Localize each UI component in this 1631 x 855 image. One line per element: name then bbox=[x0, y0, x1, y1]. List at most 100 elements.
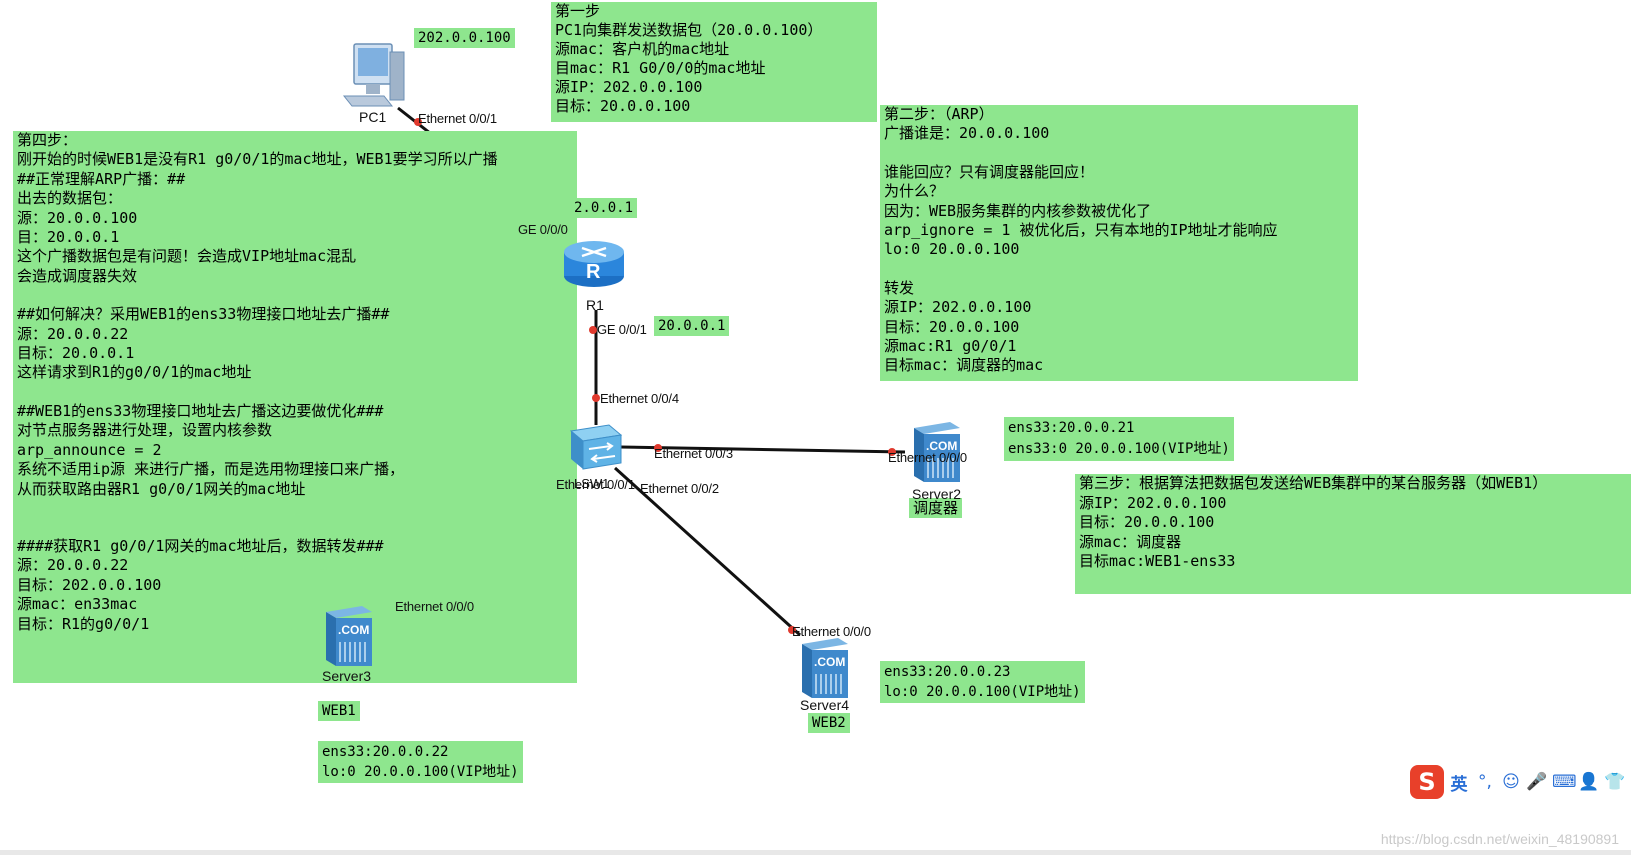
note-line: ####获取R1 g0/0/1网关的mac地址后，数据转发### bbox=[17, 536, 384, 555]
note-line: 转发 bbox=[884, 278, 915, 297]
port-dot bbox=[592, 394, 600, 402]
port-dot bbox=[414, 118, 422, 126]
note-line: 源IP：202.0.0.100 bbox=[555, 78, 703, 96]
pc1-label: PC1 bbox=[359, 109, 387, 125]
r1-label: R1 bbox=[586, 297, 604, 313]
pc1-ip-tag: 202.0.0.100 bbox=[414, 28, 515, 48]
svg-text:.COM: .COM bbox=[338, 623, 369, 637]
server4-info-line: ens33:20.0.0.23 bbox=[884, 664, 1011, 680]
svg-text:.COM: .COM bbox=[814, 655, 845, 669]
server2-info-line: ens33:20.0.0.21 bbox=[1008, 420, 1135, 436]
port-label-server3: Ethernet 0/0/0 bbox=[395, 599, 474, 614]
note-line: 从而获取路由器R1 g0/0/1网关的mac地址 bbox=[17, 479, 306, 498]
note-line: 源mac：en33mac bbox=[17, 595, 138, 614]
server4-label: Server4 bbox=[800, 697, 850, 713]
server4-info-line: lo:0 20.0.0.100(VIP地址) bbox=[884, 684, 1081, 700]
lsw1-label: LSW1 bbox=[574, 476, 610, 491]
note-line: 源mac：客户机的mac地址 bbox=[555, 40, 730, 58]
router-icon[interactable]: R bbox=[562, 234, 626, 290]
note-line: arp_announce = 2 bbox=[17, 440, 162, 459]
port-dot bbox=[654, 444, 662, 452]
server2-role-tag: 调度器 bbox=[909, 498, 963, 518]
port-label-server4: Ethernet 0/0/0 bbox=[792, 624, 871, 639]
note-line: 源IP：202.0.0.100 bbox=[884, 298, 1032, 317]
user-icon[interactable]: 👤 bbox=[1578, 772, 1600, 792]
note-line: 这样请求到R1的g0/0/1的mac地址 bbox=[17, 363, 252, 382]
note-line: 出去的数据包： bbox=[17, 189, 123, 208]
port-dot bbox=[888, 448, 896, 456]
note-line: 目标：20.0.0.100 bbox=[884, 317, 1020, 336]
ime-lang-toggle[interactable]: 英 bbox=[1450, 774, 1468, 795]
server3-label: Server3 bbox=[322, 668, 372, 684]
note-line bbox=[17, 518, 573, 537]
server-icon[interactable]: .COM bbox=[798, 636, 852, 700]
server3-info-line: lo:0 20.0.0.100(VIP地址) bbox=[322, 764, 519, 780]
note-line: 目标：20.0.0.100 bbox=[555, 97, 691, 115]
note-line: arp_ignore = 1 被优化后，只有本地的IP地址才能响应 bbox=[884, 221, 1278, 240]
note-line: 为什么？ bbox=[884, 182, 945, 201]
note-line: 源mac:R1 g0/0/1 bbox=[884, 337, 1017, 356]
port-label-sw-eth1: Ethernet 0/0/1 bbox=[556, 477, 635, 492]
note-line: lo:0 20.0.0.100 bbox=[884, 240, 1020, 259]
note-line: 源：20.0.0.22 bbox=[17, 324, 129, 343]
server-icon[interactable]: .COM bbox=[910, 420, 964, 484]
punctuation-icon[interactable]: °, bbox=[1478, 772, 1492, 792]
port-label-pc1: Ethernet 0/0/1 bbox=[418, 111, 497, 126]
port-label-sw-eth2: Ethernet 0/0/2 bbox=[640, 481, 719, 496]
ime-toolbar[interactable]: S 英 °, ☺ 🎤 ⌨ 👤 👕 bbox=[1410, 763, 1631, 801]
note-line: 谁能回应？只有调度器能回应！ bbox=[884, 162, 1095, 181]
note-line: 目标mac:WEB1-ens33 bbox=[1079, 552, 1236, 570]
svg-text:.COM: .COM bbox=[926, 439, 957, 453]
note-line: 目标：R1的g0/0/1 bbox=[17, 614, 150, 633]
note-line: 目标mac：调度器的mac bbox=[884, 356, 1044, 375]
server2-info-tag: ens33:20.0.0.21 ens33:0 20.0.0.100(VIP地址… bbox=[1004, 417, 1234, 461]
note-line: 源IP：202.0.0.100 bbox=[1079, 493, 1227, 512]
port-dot bbox=[788, 626, 796, 634]
note-line: 目标：20.0.0.1 bbox=[17, 344, 135, 363]
note-line: 第三步：根据算法把数据包发送给WEB集群中的某台服务器（如WEB1） bbox=[1079, 474, 1548, 492]
note-line: 会造成调度器失效 bbox=[17, 266, 138, 285]
link-lsw1-server2 bbox=[619, 445, 906, 454]
note-line: 目：20.0.0.1 bbox=[17, 228, 120, 247]
server3-info-line: ens33:20.0.0.22 bbox=[322, 744, 449, 760]
note-step3: 第三步：根据算法把数据包发送给WEB集群中的某台服务器（如WEB1）源IP：20… bbox=[1075, 474, 1631, 594]
emoji-icon[interactable]: ☺ bbox=[1502, 772, 1520, 792]
note-line bbox=[884, 260, 1354, 279]
server3-info-tag: ens33:20.0.0.22 lo:0 20.0.0.100(VIP地址) bbox=[318, 741, 523, 783]
web1-tag: WEB1 bbox=[318, 701, 360, 721]
note-line: PC1向集群发送数据包（20.0.0.100） bbox=[555, 21, 823, 39]
server-icon[interactable]: .COM bbox=[322, 604, 376, 668]
switch-icon[interactable] bbox=[567, 421, 625, 471]
note-line bbox=[17, 499, 573, 518]
skin-icon[interactable]: 👕 bbox=[1604, 772, 1626, 792]
note-line: ##正常理解ARP广播：## bbox=[17, 169, 186, 188]
note-line: 广播谁是：20.0.0.100 bbox=[884, 124, 1050, 143]
web2-tag: WEB2 bbox=[808, 713, 850, 733]
port-label-sw-eth3: Ethernet 0/0/3 bbox=[654, 446, 733, 461]
server2-label: Server2 bbox=[912, 486, 962, 502]
note-line: 源：20.0.0.100 bbox=[17, 208, 138, 227]
watermark: https://blog.csdn.net/weixin_48190891 bbox=[1380, 831, 1619, 847]
port-dot bbox=[589, 326, 597, 334]
sogou-logo-icon[interactable]: S bbox=[1410, 765, 1444, 799]
microphone-icon[interactable]: 🎤 bbox=[1526, 772, 1548, 792]
note-line: 因为：WEB服务集群的内核参数被优化了 bbox=[884, 201, 1152, 220]
note-step4: 第四步：刚开始的时候WEB1是没有R1 g0/0/1的mac地址，WEB1要学习… bbox=[13, 131, 577, 683]
note-line: 这个广播数据包是有问题！会造成VIP地址mac混乱 bbox=[17, 247, 357, 266]
note-line: 对节点服务器进行处理，设置内核参数 bbox=[17, 421, 273, 440]
r1-g001-ip-tag: 20.0.0.1 bbox=[654, 316, 730, 336]
bottom-strip bbox=[0, 850, 1631, 855]
keyboard-icon[interactable]: ⌨ bbox=[1552, 772, 1577, 792]
note-line bbox=[884, 144, 1354, 163]
note-line bbox=[17, 286, 573, 305]
note-line: 第一步 bbox=[555, 2, 601, 20]
link-lsw1-server4 bbox=[613, 466, 802, 637]
r1-g000-ip-tag: 2.0.0.1 bbox=[570, 198, 638, 218]
port-label-r1-ge001: GE 0/0/1 bbox=[597, 322, 647, 337]
note-line: 源：20.0.0.22 bbox=[17, 556, 129, 575]
pc-icon[interactable] bbox=[340, 42, 408, 108]
note-line: 系统不适用ip源 来进行广播，而是选用物理接口来广播， bbox=[17, 460, 405, 479]
note-line bbox=[17, 383, 573, 402]
note-line: 刚开始的时候WEB1是没有R1 g0/0/1的mac地址，WEB1要学习所以广播 bbox=[17, 150, 498, 169]
